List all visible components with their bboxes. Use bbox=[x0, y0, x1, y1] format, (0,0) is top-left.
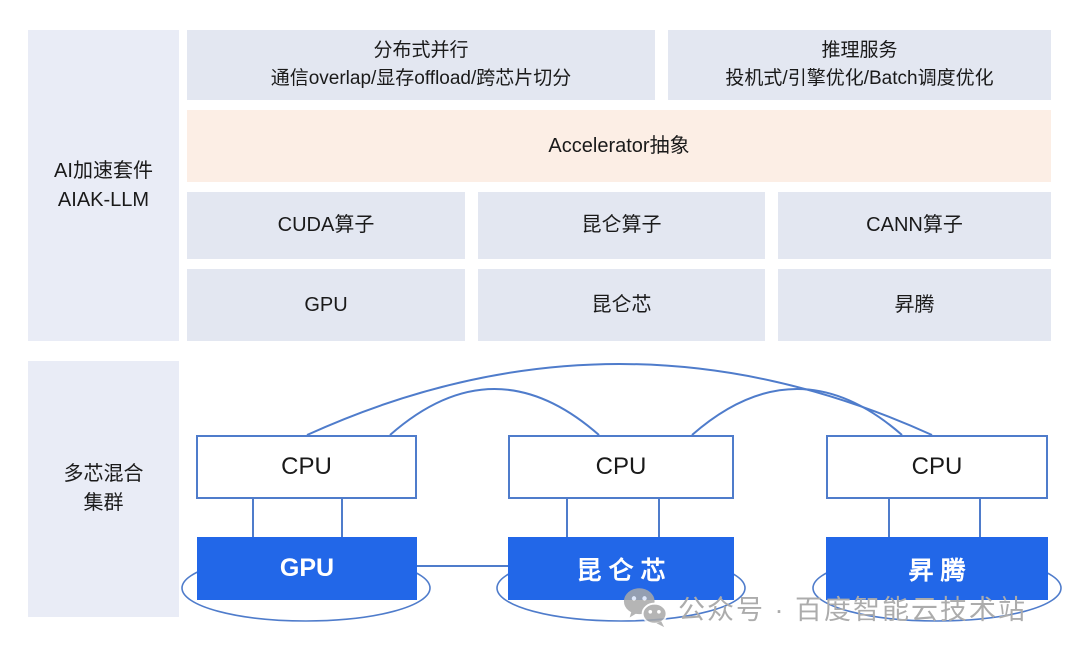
block-kunlun-chip: 昆仑芯 bbox=[478, 269, 765, 341]
node3-cpu-box: CPU bbox=[826, 435, 1048, 499]
node1-gpu-box: GPU bbox=[197, 537, 417, 600]
arc-cpu1-cpu2 bbox=[389, 388, 600, 436]
block-gpu-label: GPU bbox=[304, 293, 348, 316]
block-cann-operators-label: CANN算子 bbox=[866, 214, 963, 236]
block-ascend-label: 昇腾 bbox=[894, 293, 935, 316]
arc-cpu1-cpu3 bbox=[306, 363, 933, 436]
sidebar-multichip-cluster: 多芯混合 集群 bbox=[28, 361, 179, 617]
block-cann-operators: CANN算子 bbox=[778, 192, 1051, 259]
sidebar-aiak-llm: AI加速套件 AIAK-LLM bbox=[28, 30, 179, 341]
block-cuda-operators: CUDA算子 bbox=[187, 192, 465, 259]
block-ascend: 昇腾 bbox=[778, 269, 1051, 341]
wechat-icon bbox=[623, 588, 668, 628]
block-kunlun-operators: 昆仑算子 bbox=[478, 192, 765, 259]
watermark: 公众号 · 百度智能云技术站 bbox=[622, 585, 1027, 629]
block-inference-service: 推理服务 投机式/引擎优化/Batch调度优化 bbox=[668, 30, 1051, 100]
block-accelerator-abstraction: Accelerator抽象 bbox=[187, 110, 1051, 182]
sidebar-aiak-line2: AIAK-LLM bbox=[57, 188, 150, 211]
node1-gpu-label: GPU bbox=[279, 554, 335, 582]
block-distributed-parallel: 分布式并行 通信overlap/显存offload/跨芯片切分 bbox=[187, 30, 655, 100]
node2-cpu-box: CPU bbox=[508, 435, 734, 499]
block-inference-service-subtitle: 投机式/引擎优化/Batch调度优化 bbox=[725, 68, 994, 89]
sidebar-aiak-line1: AI加速套件 bbox=[54, 159, 153, 182]
block-distributed-parallel-title: 分布式并行 bbox=[373, 39, 469, 61]
arc-cpu2-cpu3 bbox=[691, 388, 903, 436]
block-kunlun-operators-label: 昆仑算子 bbox=[581, 214, 662, 236]
block-accelerator-abstraction-label: Accelerator抽象 bbox=[548, 134, 690, 157]
node1-cpu-label: CPU bbox=[281, 453, 332, 480]
block-inference-service-title: 推理服务 bbox=[821, 39, 898, 61]
node1-cpu-box: CPU bbox=[196, 435, 417, 499]
sidebar-cluster-line2: 集群 bbox=[83, 492, 124, 514]
node3-ascend-label: 昇 腾 bbox=[908, 556, 966, 585]
node3-cpu-label: CPU bbox=[911, 453, 963, 480]
node2-kunlun-label: 昆 仑 芯 bbox=[576, 556, 666, 585]
node2-cpu-label: CPU bbox=[595, 453, 647, 480]
block-kunlun-chip-label: 昆仑芯 bbox=[591, 293, 652, 316]
block-distributed-parallel-subtitle: 通信overlap/显存offload/跨芯片切分 bbox=[270, 68, 572, 89]
block-gpu: GPU bbox=[187, 269, 465, 341]
watermark-text: 公众号 · 百度智能云技术站 bbox=[678, 594, 1027, 625]
block-cuda-operators-label: CUDA算子 bbox=[277, 214, 375, 236]
sidebar-cluster-line1: 多芯混合 bbox=[63, 463, 144, 485]
